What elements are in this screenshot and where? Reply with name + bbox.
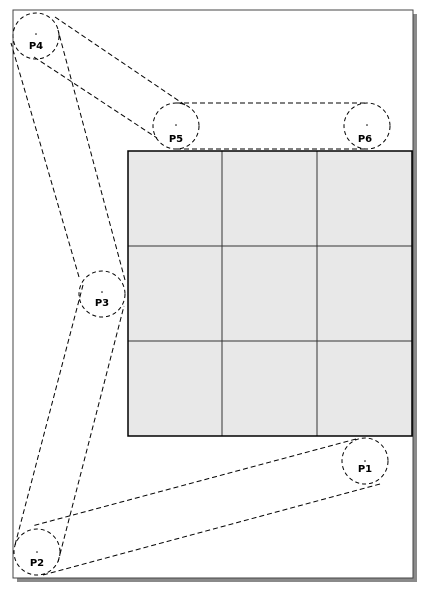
segment-p2-p3-right — [57, 305, 125, 563]
grid-background — [128, 151, 412, 436]
waypoint-p1: P1 — [341, 437, 389, 485]
segment-p3-p4-left — [10, 42, 80, 278]
waypoint-center-dot — [36, 551, 38, 553]
waypoint-p4: P4 — [12, 12, 60, 60]
waypoint-center-dot — [364, 460, 366, 462]
waypoint-p3: P3 — [78, 270, 126, 318]
waypoint-label: P5 — [169, 134, 183, 145]
waypoint-circle — [12, 12, 60, 60]
waypoint-circle — [343, 102, 391, 150]
segment-p4-p5-lower — [33, 56, 158, 139]
waypoint-label: P6 — [358, 134, 372, 145]
segment-p1-p2-lower — [42, 483, 381, 576]
waypoint-p6: P6 — [343, 102, 391, 150]
waypoint-center-dot — [366, 124, 368, 126]
path-segments — [10, 16, 381, 576]
segment-p2-p3-left — [14, 284, 84, 546]
segment-p3-p4-right — [57, 29, 126, 281]
waypoint-circle — [78, 270, 126, 318]
waypoint-p5: P5 — [152, 102, 200, 150]
waypoint-label: P4 — [29, 41, 43, 52]
waypoint-label: P1 — [358, 464, 372, 475]
grid-block — [127, 150, 413, 437]
waypoint-circle — [152, 102, 200, 150]
waypoint-center-dot — [175, 124, 177, 126]
waypoint-center-dot — [101, 291, 103, 293]
waypoint-circle — [341, 437, 389, 485]
waypoint-center-dot — [35, 33, 37, 35]
waypoint-label: P3 — [95, 298, 109, 309]
grid-border — [127, 150, 413, 437]
waypoint-label: P2 — [30, 558, 44, 569]
waypoint-circle — [13, 528, 61, 576]
waypoint-p2: P2 — [13, 528, 61, 576]
segment-p4-p5-upper — [54, 16, 186, 106]
